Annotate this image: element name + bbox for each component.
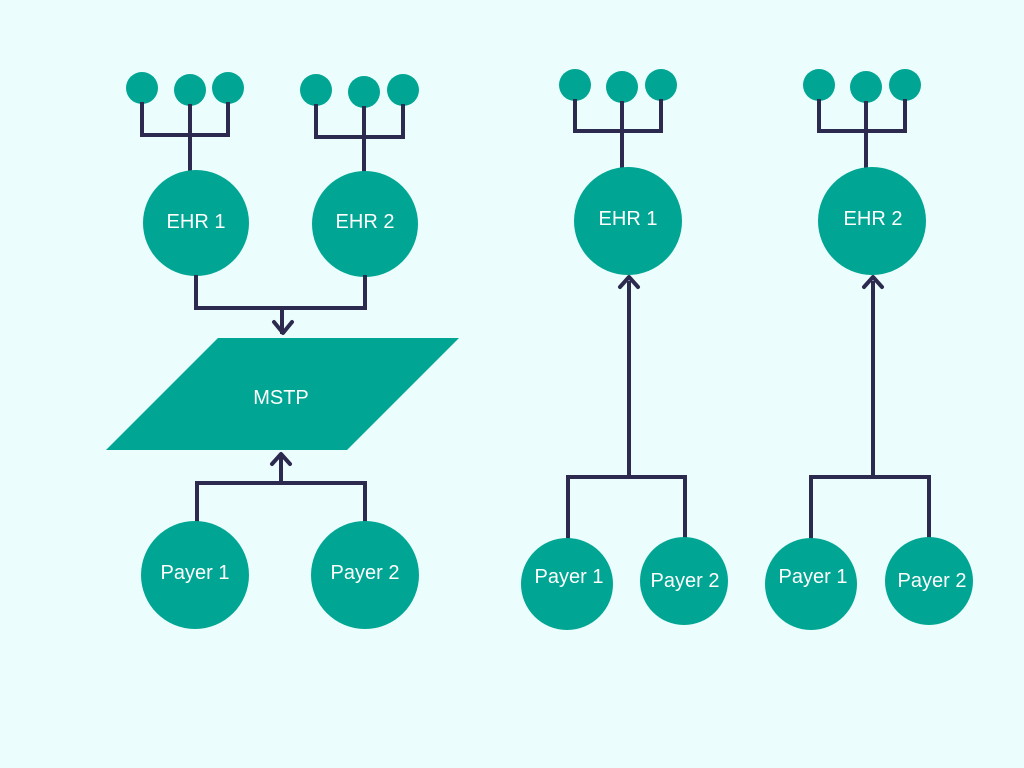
payer-node (885, 537, 973, 625)
payers-to-ehr-connector (809, 281, 931, 540)
patient-connector (140, 102, 230, 174)
arrowhead-up-icon (862, 275, 884, 289)
patient-dot (559, 69, 591, 101)
direct-ehr2-diagram: EHR 2 Payer 1 Payer 2 (765, 69, 973, 630)
ehr-node (574, 167, 682, 275)
payer-node (311, 521, 419, 629)
patient-dot (889, 69, 921, 101)
direct-ehr1-diagram: EHR 1 Payer 1 Payer 2 (521, 69, 728, 630)
patient-dot (645, 69, 677, 101)
patient-dot (300, 74, 332, 106)
payer-node (521, 538, 613, 630)
payer-node-label: Payer 1 (161, 562, 230, 584)
ehr1-patient-dots (126, 72, 244, 174)
payer-node (765, 538, 857, 630)
patient-dot (212, 72, 244, 104)
payer-node-label: Payer 1 (535, 566, 604, 588)
ehr-node (818, 167, 926, 275)
ehr-node-label: EHR 2 (336, 211, 395, 233)
patient-connector (573, 99, 663, 170)
patient-connector (314, 104, 405, 174)
arrowhead-down-icon (272, 320, 294, 335)
ehr-to-mstp-connector (194, 275, 367, 334)
mstp-diagram: EHR 1 EHR 2 MSTP Payer 1 Payer 2 (106, 72, 459, 629)
arrowhead-up-icon (618, 275, 640, 289)
mstp-node-label: MSTP (253, 387, 309, 409)
patient-dot (606, 71, 638, 103)
payers-to-ehr-connector (566, 281, 687, 540)
ehr-node (143, 170, 249, 276)
payer-node (141, 521, 249, 629)
patient-dot (174, 74, 206, 106)
payer-node-label: Payer 2 (331, 562, 400, 584)
patient-connector (817, 99, 907, 170)
patient-dot (850, 71, 882, 103)
patient-dot (126, 72, 158, 104)
patient-dot (387, 74, 419, 106)
ehr-node-label: EHR 2 (844, 208, 903, 230)
ehr-node-label: EHR 1 (599, 208, 658, 230)
payer-node-label: Payer 2 (651, 570, 720, 592)
payer-node-label: Payer 2 (898, 570, 967, 592)
payers-to-mstp-connector (195, 453, 367, 524)
ehr1-patient-dots (559, 69, 677, 170)
ehr-node (312, 171, 418, 277)
payer-node-label: Payer 1 (779, 566, 848, 588)
arrowhead-up-icon (270, 452, 292, 466)
ehr-node-label: EHR 1 (167, 211, 226, 233)
ehr2-patient-dots (300, 74, 419, 174)
patient-dot (348, 76, 380, 108)
mstp-node (106, 338, 459, 450)
patient-dot (803, 69, 835, 101)
ehr2-patient-dots (803, 69, 921, 170)
payer-node (640, 537, 728, 625)
